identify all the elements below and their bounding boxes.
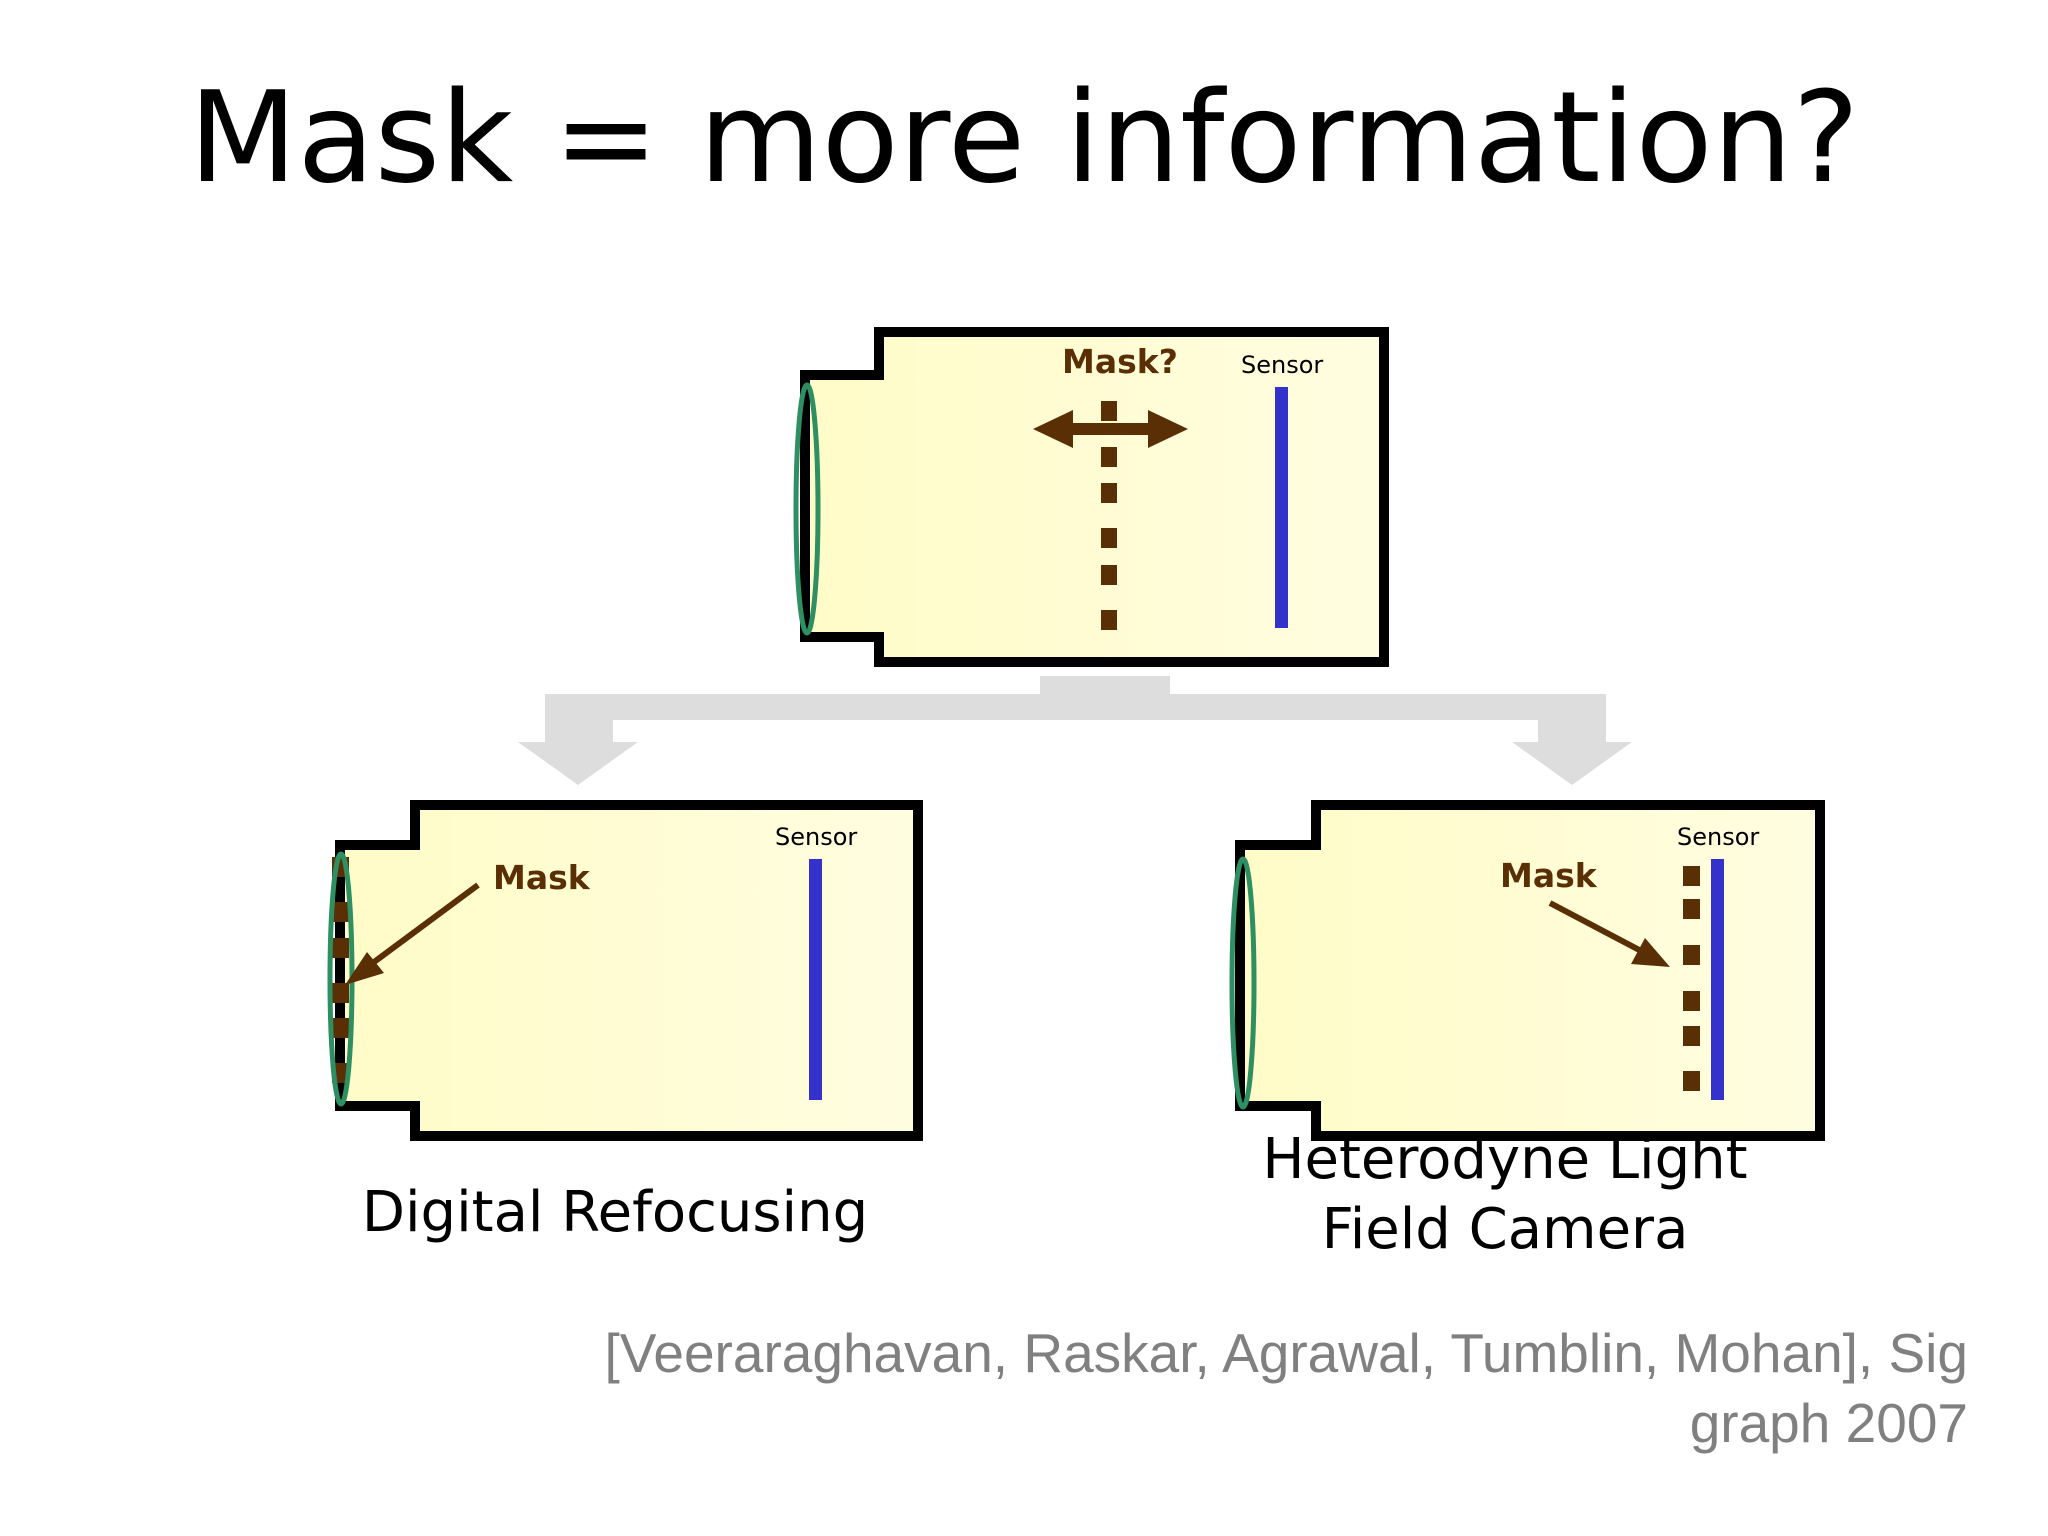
lens	[1229, 856, 1257, 1110]
lens	[793, 382, 821, 636]
camera-right: Mask Sensor	[1229, 800, 1825, 1141]
caption-heterodyne-light-field-camera: Heterodyne Light Field Camera	[1180, 1125, 1830, 1265]
citation: [Veeraraghavan, Raskar, Agrawal, Tumblin…	[368, 1318, 1968, 1458]
sensor	[1275, 387, 1288, 628]
mask-label: Mask?	[1062, 342, 1178, 381]
mask-pointer-arrow	[345, 882, 480, 985]
connector-left-arrowhead	[518, 742, 638, 785]
connector-right-drop	[1538, 694, 1606, 744]
caption-line-2: Field Camera	[1321, 1197, 1689, 1262]
camera-body	[800, 327, 1389, 667]
slide-title: Mask = more information?	[188, 64, 1860, 211]
sensor-label: Sensor	[1677, 823, 1759, 851]
mask-label: Mask	[493, 858, 591, 897]
mask	[1101, 401, 1117, 630]
double-arrow	[1033, 410, 1188, 448]
citation-line-2: graph 2007	[1689, 1392, 1968, 1454]
caption-digital-refocusing: Digital Refocusing	[361, 1180, 869, 1245]
mask-pointer-arrow	[1548, 900, 1670, 967]
sensor	[809, 859, 822, 1100]
connector-bar	[545, 694, 1605, 720]
camera-left: Mask Sensor	[327, 800, 923, 1141]
camera-top: Mask? Sensor	[793, 327, 1389, 667]
sensor	[1711, 859, 1724, 1100]
citation-line-1: [Veeraraghavan, Raskar, Agrawal, Tumblin…	[604, 1322, 1968, 1384]
branch-connector	[518, 676, 1632, 785]
caption-line-1: Heterodyne Light	[1262, 1127, 1748, 1192]
connector-stem	[1040, 676, 1170, 698]
connector-right-arrowhead	[1512, 742, 1632, 785]
connector-left-drop	[545, 694, 613, 744]
mask	[1683, 866, 1700, 1091]
camera-body	[335, 800, 923, 1141]
sensor-label: Sensor	[775, 823, 857, 851]
camera-body	[1235, 800, 1825, 1141]
sensor-label: Sensor	[1241, 351, 1323, 379]
mask-label: Mask	[1500, 856, 1598, 895]
